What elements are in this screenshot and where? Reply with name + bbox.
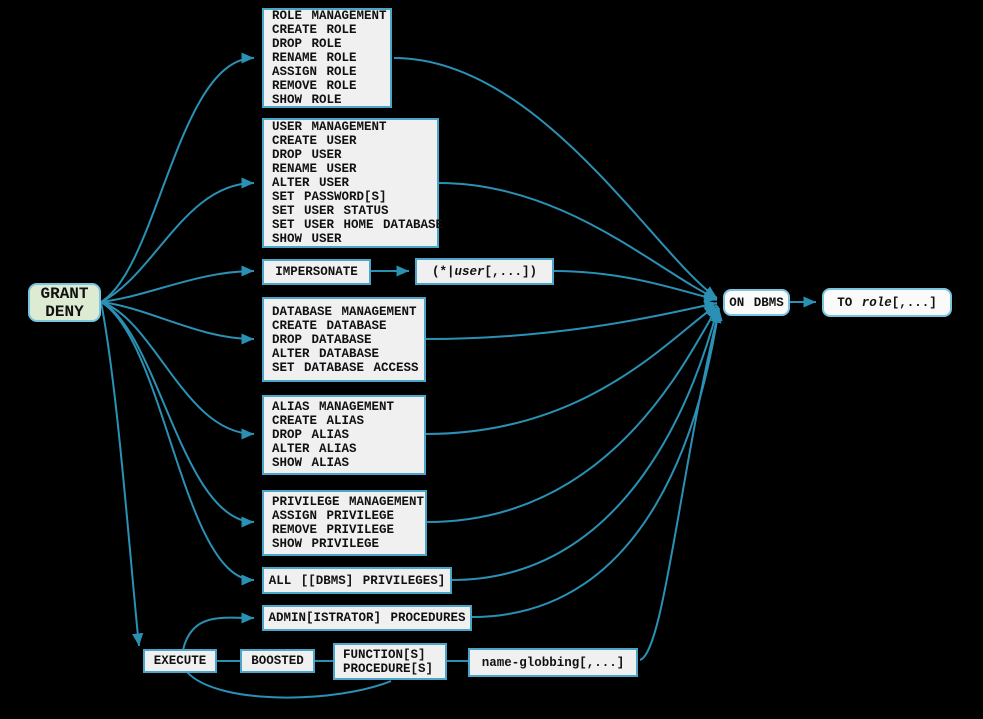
impersonate-label: IMPERSONATE (275, 265, 358, 279)
user-line: USER MANAGEMENT (272, 120, 387, 134)
edge-nameglobbing-to-ondbms (639, 309, 722, 661)
user-line: ALTER USER (272, 176, 350, 190)
execute-label: EXECUTE (153, 654, 207, 668)
edge-admin-to-ondbms (471, 307, 723, 618)
role-line: REMOVE ROLE (272, 79, 357, 93)
edge-grant-to-user (100, 177, 255, 303)
function-line: PROCEDURE[S] (343, 661, 434, 676)
admin-procedures-label: ADMIN[ISTRATOR] PROCEDURES (268, 611, 466, 625)
admin-procedures-box: ADMIN[ISTRATOR] PROCEDURES (262, 605, 472, 631)
execute-keyword-box: EXECUTE (143, 649, 217, 673)
edge-execute-to-admin (182, 612, 255, 651)
database-line: SET DATABASE ACCESS (272, 360, 419, 375)
user-arg-post: [,...]) (484, 264, 538, 279)
alias-management-group: ALIAS MANAGEMENT CREATE ALIAS DROP ALIAS… (262, 395, 426, 475)
database-management-group: DATABASE MANAGEMENT CREATE DATABASE DROP… (262, 297, 426, 382)
boosted-keyword-box: BOOSTED (240, 649, 315, 673)
edge-user-to-ondbms (438, 182, 718, 300)
privilege-line: SHOW PRIVILEGE (272, 537, 380, 551)
user-line: CREATE USER (272, 134, 357, 148)
database-line: DROP DATABASE (272, 332, 372, 347)
privilege-management-group: PRIVILEGE MANAGEMENT ASSIGN PRIVILEGE RE… (262, 490, 427, 556)
user-line: DROP USER (272, 148, 342, 162)
user-management-group: USER MANAGEMENT CREATE USER DROP USER RE… (262, 118, 443, 248)
role-management-group: ROLE MANAGEMENT CREATE ROLE DROP ROLE RE… (262, 8, 392, 108)
edge-grant-to-database (100, 301, 255, 345)
role-line: CREATE ROLE (272, 23, 357, 37)
user-line: RENAME USER (272, 162, 357, 176)
alias-line: ALTER ALIAS (272, 442, 357, 456)
all-privileges-box: ALL [[DBMS] PRIVILEGES] (262, 567, 452, 594)
edge-database-to-ondbms (425, 300, 718, 340)
edge-all-to-ondbms (451, 306, 721, 581)
privilege-line: ASSIGN PRIVILEGE (272, 509, 395, 523)
boosted-label: BOOSTED (251, 654, 304, 668)
role-line: SHOW ROLE (272, 93, 342, 107)
all-privileges-label: ALL [[DBMS] PRIVILEGES] (268, 573, 446, 588)
edge-grant-to-alias (100, 301, 255, 440)
edge-role-to-ondbms (393, 57, 718, 299)
deny-keyword: DENY (45, 302, 84, 321)
edge-grant-to-all (100, 301, 255, 586)
edge-grant-to-role (100, 52, 255, 303)
user-arg-pre: (*| (431, 264, 455, 279)
edge-grant-to-execute (100, 301, 144, 647)
role-line: DROP ROLE (272, 37, 342, 51)
edge-userarg-to-ondbms (553, 270, 718, 303)
edge-privilege-to-ondbms (426, 305, 719, 523)
user-line: SHOW USER (272, 232, 342, 246)
on-dbms-box: ON DBMS (723, 289, 790, 316)
role-line: ROLE MANAGEMENT (272, 9, 387, 23)
name-globbing-box: name-globbing[,...] (468, 648, 638, 677)
alias-line: CREATE ALIAS (272, 414, 365, 428)
privilege-line: REMOVE PRIVILEGE (272, 523, 395, 537)
to-role-pre: TO (837, 295, 862, 310)
edge-execute-to-function-bypass (186, 671, 392, 699)
edge-grant-to-impersonate (100, 265, 255, 303)
grant-keyword: GRANT (40, 284, 89, 303)
role-line: ASSIGN ROLE (272, 65, 357, 79)
name-globbing-label: name-globbing[,...] (481, 655, 625, 670)
database-line: ALTER DATABASE (272, 346, 380, 361)
on-dbms-label: ON DBMS (729, 295, 784, 310)
to-role-post: [,...] (891, 295, 937, 310)
role-line: RENAME ROLE (272, 51, 357, 65)
user-line: SET USER STATUS (272, 204, 389, 218)
user-arg-label: (*|user[,...]) (432, 265, 537, 279)
start-node-grant-deny: GRANT DENY (28, 283, 101, 322)
user-line: SET USER HOME DATABASE (272, 218, 444, 232)
privilege-line: PRIVILEGE MANAGEMENT (272, 495, 425, 509)
impersonate-keyword-box: IMPERSONATE (262, 259, 371, 285)
alias-line: ALIAS MANAGEMENT (272, 400, 395, 414)
to-role-label: TO role[,...] (837, 296, 937, 310)
alias-line: SHOW ALIAS (272, 456, 350, 470)
user-arg-var: user (454, 264, 485, 279)
to-role-var: role (861, 295, 892, 310)
database-line: DATABASE MANAGEMENT (272, 304, 417, 319)
user-line: SET PASSWORD[S] (272, 190, 387, 204)
impersonate-user-arg-box: (*|user[,...]) (415, 258, 554, 285)
edge-alias-to-ondbms (425, 304, 718, 435)
function-procedure-group: FUNCTION[S] PROCEDURE[S] (333, 643, 447, 680)
database-line: CREATE DATABASE (272, 318, 387, 333)
function-line: FUNCTION[S] (343, 647, 426, 662)
to-role-box: TO role[,...] (822, 288, 952, 317)
edge-grant-to-privilege (100, 301, 255, 528)
alias-line: DROP ALIAS (272, 428, 350, 442)
